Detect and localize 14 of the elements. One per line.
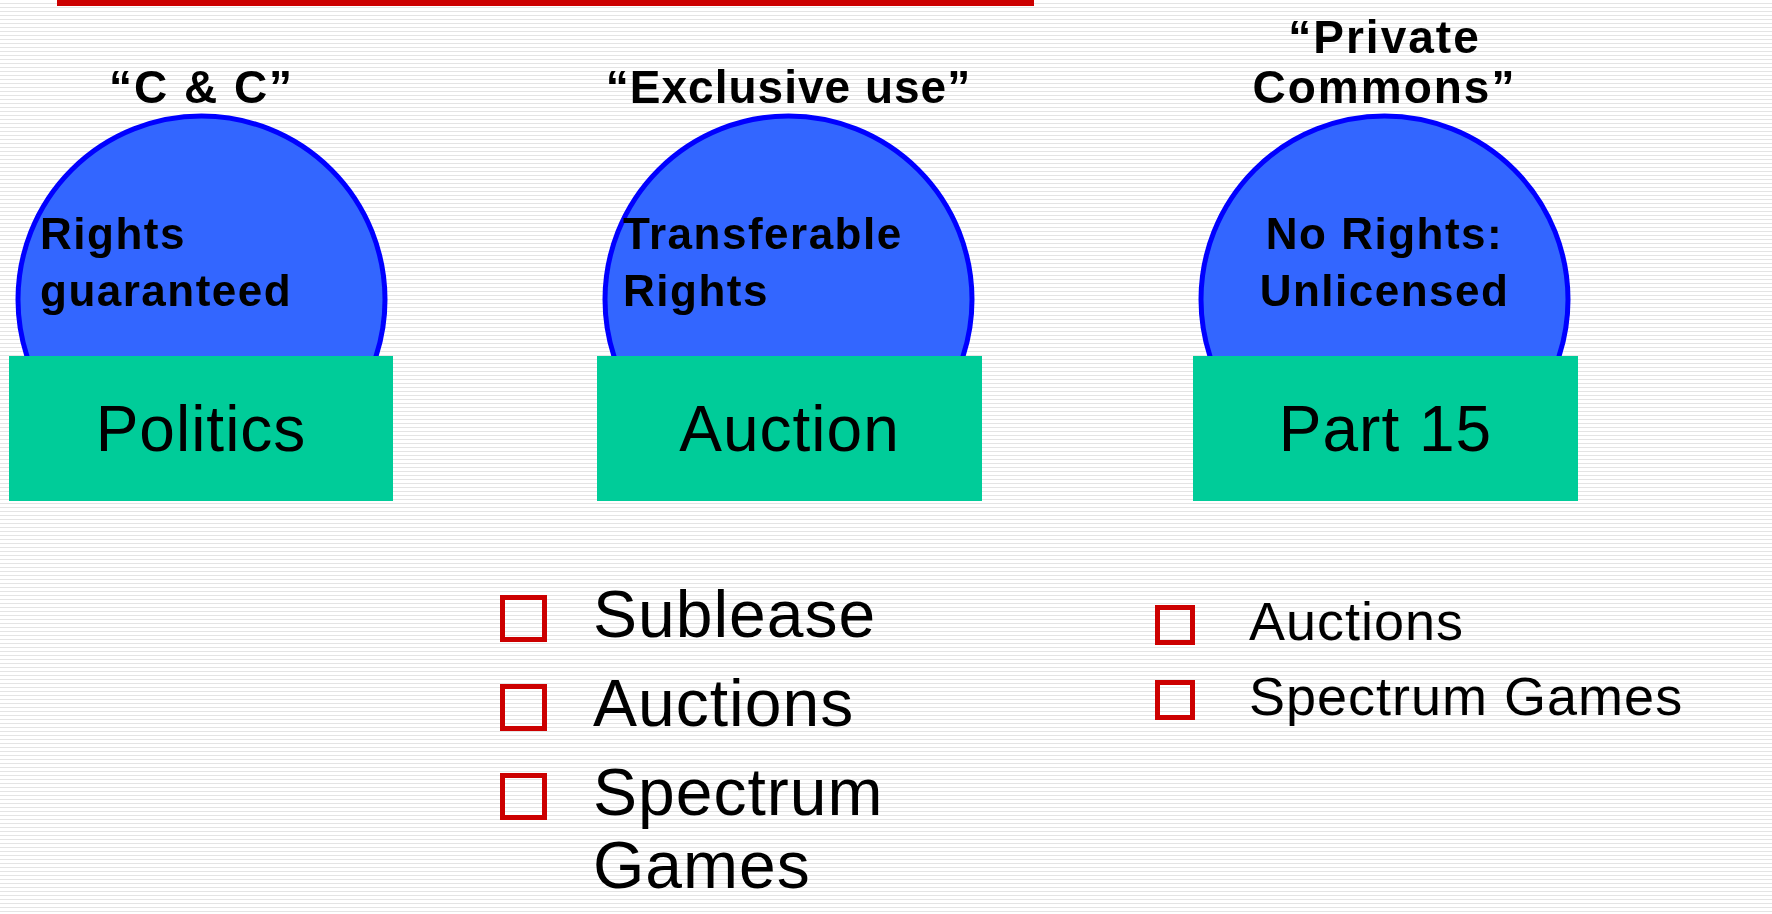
circle-heading: “Private Commons”	[1251, 10, 1518, 113]
bullet-text: Spectrum Games	[1249, 667, 1685, 727]
bullet-text: Spectrum Games	[593, 756, 885, 902]
bullet-text: Auctions	[1249, 592, 1466, 652]
circle-text: Transferable Rights	[623, 208, 904, 318]
circle-heading: “C & C”	[107, 60, 296, 113]
label-box: Politics	[9, 356, 393, 501]
circle-heading: “Exclusive use”	[604, 60, 973, 113]
bullet-text: Auctions	[593, 667, 856, 740]
label-box: Auction	[597, 356, 982, 501]
label-box: Part 15	[1193, 356, 1578, 501]
circle-text: No Rights: Unlicensed	[1258, 208, 1511, 318]
circle-text: Rights guaranteed	[40, 208, 294, 318]
bullet-text: Sublease	[593, 578, 878, 651]
